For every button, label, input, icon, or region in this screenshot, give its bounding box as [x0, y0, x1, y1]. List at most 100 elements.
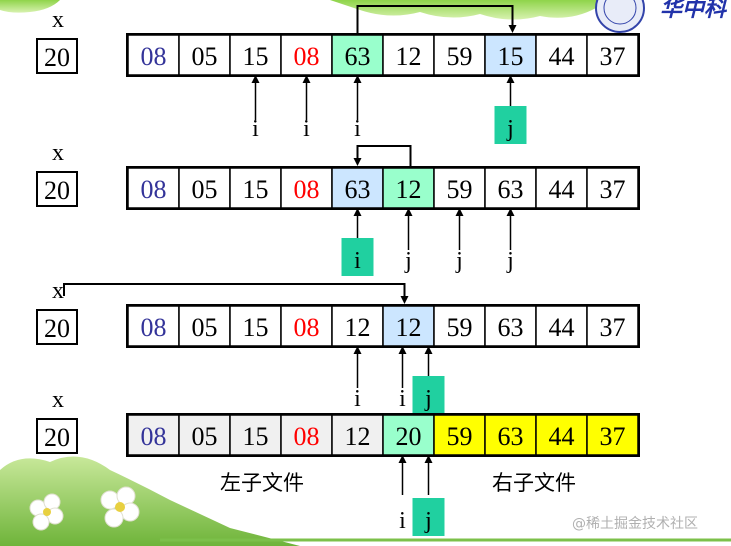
- left-subfile-label: 左子文件: [220, 471, 304, 495]
- cell-value: 05: [192, 313, 218, 342]
- cell-value: 15: [243, 42, 269, 71]
- array-cell: [127, 305, 180, 347]
- cell-value: 05: [192, 42, 218, 71]
- array-cell: [178, 34, 231, 76]
- pointer-highlight: [494, 106, 527, 144]
- cell-value: 08: [294, 313, 320, 342]
- cell-value: 08: [294, 175, 320, 204]
- array-border: [126, 166, 640, 210]
- pointer-label-i: i: [354, 248, 361, 274]
- array-cell: [535, 414, 588, 456]
- cell-value: 05: [192, 422, 218, 451]
- cell-value: 12: [396, 42, 422, 71]
- swap-arrows: [63, 5, 517, 304]
- cell-value: 08: [141, 175, 167, 204]
- cell-value: 59: [447, 175, 473, 204]
- cell-value: 37: [600, 313, 626, 342]
- array-cell: [382, 414, 435, 456]
- array-cell: [586, 34, 639, 76]
- move-arrow: [63, 283, 409, 304]
- pointer-label-i: i: [303, 116, 310, 142]
- cell-value: 08: [141, 42, 167, 71]
- cell-value: 12: [345, 313, 371, 342]
- cell-value: 37: [600, 175, 626, 204]
- pivot-label: x: [52, 7, 64, 33]
- array-cell: [229, 414, 282, 456]
- pointer-label-j: j: [424, 508, 432, 534]
- watermark-text: @稀土掘金技术社区: [572, 516, 698, 532]
- cell-value: 63: [498, 175, 524, 204]
- cell-value: 15: [243, 313, 269, 342]
- top-grass-decoration: [330, 0, 600, 20]
- move-arrow: [356, 5, 517, 35]
- pivot-label: x: [52, 140, 64, 166]
- cell-value: 05: [192, 175, 218, 204]
- cell-value: 15: [243, 422, 269, 451]
- move-arrow: [353, 145, 412, 168]
- pointer-label-j: j: [506, 116, 514, 142]
- cell-value: 15: [498, 42, 524, 71]
- university-logo: 华中科: [595, 0, 728, 33]
- cell-value: 63: [345, 175, 371, 204]
- cell-value: 44: [549, 422, 575, 451]
- cell-value: 59: [447, 42, 473, 71]
- cell-value: 20: [396, 422, 422, 451]
- cell-value: 63: [498, 313, 524, 342]
- cell-value: 12: [396, 175, 422, 204]
- pivot-value: 20: [44, 314, 70, 343]
- array-cell: [331, 34, 384, 76]
- pointer-label-i: i: [354, 116, 361, 142]
- cell-value: 37: [600, 42, 626, 71]
- array-cell: [331, 414, 384, 456]
- array-cell: [178, 305, 231, 347]
- pointer-label-j: j: [455, 248, 463, 274]
- array-cell: [484, 34, 537, 76]
- pointer-highlight: [412, 498, 445, 536]
- array-cell: [535, 34, 588, 76]
- array-border: [126, 304, 640, 348]
- array-cell: [586, 305, 639, 347]
- pointer-label-i: i: [354, 386, 361, 412]
- cell-value: 12: [396, 313, 422, 342]
- pivot-value: 20: [44, 43, 70, 72]
- array-cell: [178, 414, 231, 456]
- array-cell: [280, 305, 333, 347]
- array-border: [126, 33, 640, 77]
- pivot-box: [36, 309, 78, 345]
- array-cell: [127, 34, 180, 76]
- cell-value: 44: [549, 313, 575, 342]
- pointer-label-i: i: [252, 116, 259, 142]
- array-cell: [229, 167, 282, 209]
- array-border: [126, 413, 640, 457]
- cell-value: 08: [141, 422, 167, 451]
- cell-value: 63: [345, 42, 371, 71]
- pointer-label-i: i: [399, 508, 406, 534]
- array-cell: [280, 34, 333, 76]
- pointer-label-j: j: [404, 248, 412, 274]
- pivot-box: [36, 171, 78, 207]
- array-cell: [586, 167, 639, 209]
- flower-icon: [29, 486, 140, 531]
- array-cell: [484, 167, 537, 209]
- cell-value: 37: [600, 422, 626, 451]
- cell-value: 59: [447, 313, 473, 342]
- bottom-grass-decoration: [0, 456, 300, 546]
- pointer-label-j: j: [506, 248, 514, 274]
- cell-value: 44: [549, 175, 575, 204]
- array-cell: [280, 167, 333, 209]
- pivot-box: [36, 418, 78, 454]
- cell-value: 12: [345, 422, 371, 451]
- cell-value: 44: [549, 42, 575, 71]
- pivot-value: 20: [44, 176, 70, 205]
- cell-value: 08: [294, 42, 320, 71]
- logo-text: 华中科: [660, 0, 728, 22]
- pivot-box: [36, 38, 78, 74]
- cell-value: 63: [498, 422, 524, 451]
- array-cell: [433, 414, 486, 456]
- array-cell: [229, 34, 282, 76]
- pivot-value: 20: [44, 423, 70, 452]
- cell-value: 08: [294, 422, 320, 451]
- cell-value: 59: [447, 422, 473, 451]
